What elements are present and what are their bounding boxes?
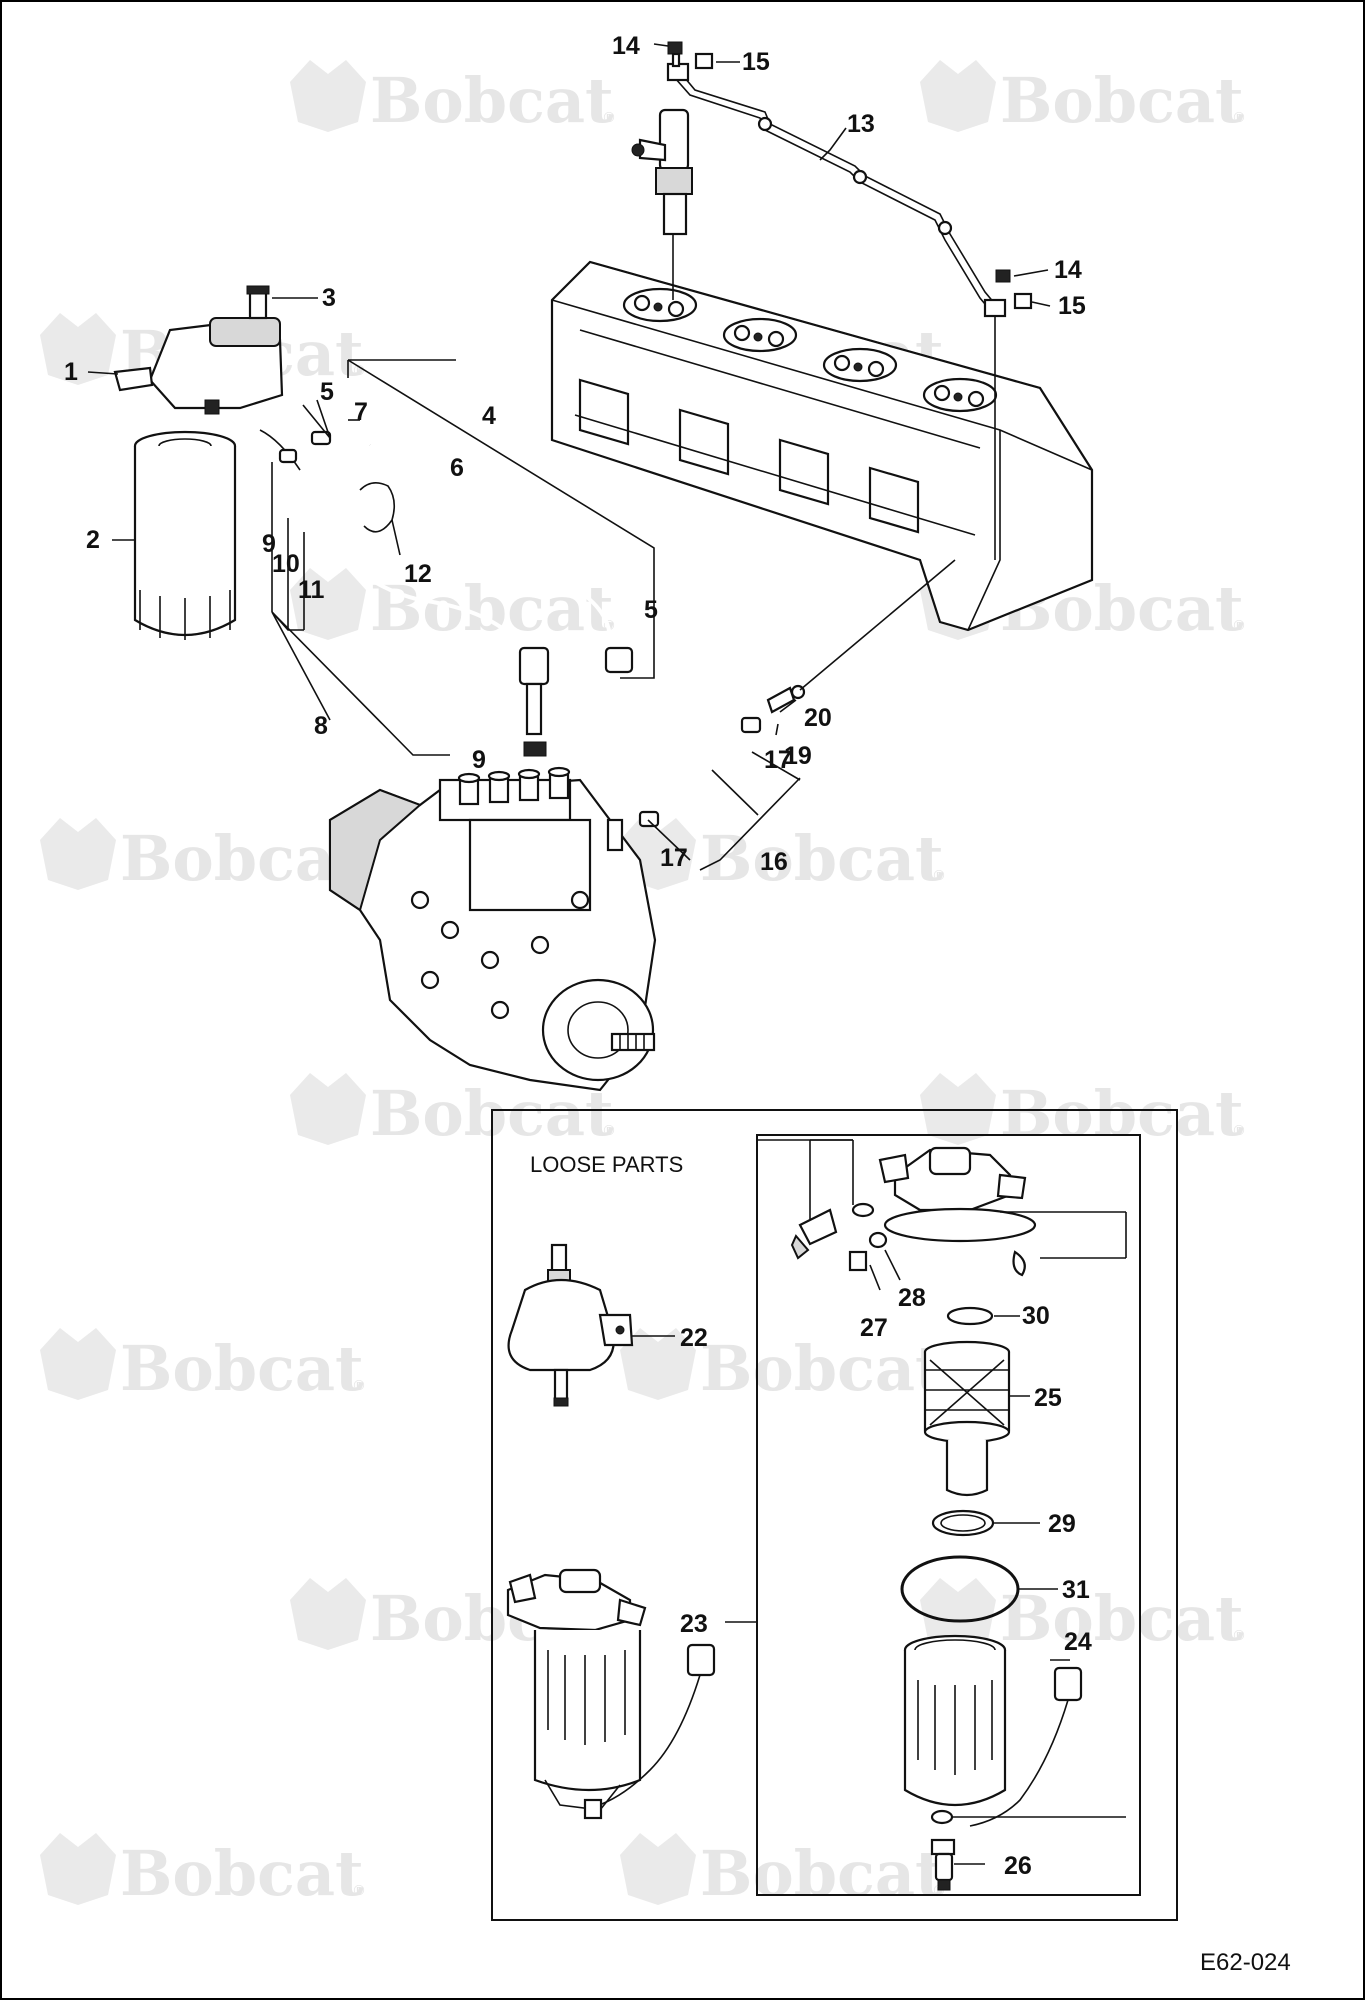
callout-20: 20: [804, 704, 832, 732]
svg-text:Bobcat: Bobcat: [370, 572, 614, 645]
leak-off-pipe: [666, 62, 1007, 560]
callout-5: 5: [644, 596, 658, 624]
filter-bowl: [903, 1634, 1126, 1827]
callout-4: 4: [482, 402, 496, 430]
svg-text:Bobcat: Bobcat: [120, 1837, 364, 1910]
svg-text:®: ®: [1232, 1628, 1246, 1644]
leader-lines: [87, 43, 1051, 871]
svg-text:®: ®: [602, 1123, 616, 1139]
loose-parts-label: LOOSE PARTS: [530, 1152, 683, 1177]
callout-29: 29: [1048, 1510, 1076, 1538]
return-line: [638, 559, 956, 828]
callout-15: 15: [742, 48, 770, 76]
fuel-filter-cartridge: [133, 430, 237, 640]
svg-text:Bobcat: Bobcat: [1000, 1077, 1244, 1150]
figure-code: E62-024: [1200, 1949, 1291, 1976]
callout-11: 11: [298, 576, 325, 604]
callout-16: 16: [760, 848, 788, 876]
callout-14: 14: [1054, 256, 1082, 284]
fuel-injector: [631, 108, 693, 300]
callout-28: 28: [898, 1284, 926, 1312]
callout-26: 26: [1004, 1852, 1032, 1880]
svg-text:Bobcat: Bobcat: [700, 1837, 944, 1910]
watermark-1: Bobcat®: [290, 60, 616, 137]
callout-10: 10: [272, 550, 300, 578]
svg-text:Bobcat: Bobcat: [700, 1332, 944, 1405]
callout-6: 6: [450, 454, 464, 482]
svg-text:Bobcat: Bobcat: [1000, 1582, 1244, 1655]
banjo-bolt-upper: [667, 41, 1033, 310]
callout-1: 1: [64, 358, 78, 386]
svg-text:Bobcat: Bobcat: [700, 822, 944, 895]
callout-5: 5: [320, 378, 334, 406]
svg-text:Bobcat: Bobcat: [120, 822, 364, 895]
watermark-2: Bobcat®: [920, 60, 1246, 137]
svg-text:Bobcat: Bobcat: [1000, 64, 1244, 137]
fuel-filter-head: [113, 285, 284, 415]
callout-7: 7: [354, 398, 368, 426]
cylinder-head: [550, 260, 1094, 632]
svg-text:Bobcat: Bobcat: [370, 64, 614, 137]
callout-8: 8: [314, 712, 328, 740]
callout-31: 31: [1062, 1576, 1090, 1604]
watermark-7: Bobcat®: [40, 818, 366, 895]
watermark-10: Bobcat®: [920, 1073, 1246, 1150]
svg-text:®: ®: [1232, 1123, 1246, 1139]
svg-text:®: ®: [352, 363, 366, 379]
hoses: [259, 429, 634, 736]
watermark-15: Bobcat®: [40, 1833, 366, 1910]
callout-27: 27: [860, 1314, 888, 1342]
callout-9: 9: [262, 530, 276, 558]
filter-seals: [900, 1509, 1058, 1623]
assembled-fuel-filter: [506, 1568, 716, 1820]
callout-22: 22: [680, 1324, 708, 1352]
exploded-filter-head: [757, 1139, 1127, 1326]
loose-parts-panel: [491, 1109, 1178, 1921]
svg-text:Bobcat: Bobcat: [120, 1332, 364, 1405]
callout-12: 12: [404, 560, 432, 588]
svg-text:®: ®: [352, 1883, 366, 1899]
watermark-5: Bobcat®: [290, 568, 616, 645]
watermark-14: Bobcat®: [920, 1578, 1246, 1655]
watermark-11: Bobcat®: [40, 1328, 366, 1405]
callout-13: 13: [847, 110, 875, 138]
watermark-12: Bobcat®: [620, 1328, 946, 1405]
callout-3: 3: [322, 284, 336, 312]
callout-17: 17: [660, 844, 688, 872]
callout-19: 19: [784, 742, 812, 770]
callout-17: 17: [764, 746, 792, 774]
callout-15: 15: [1058, 292, 1086, 320]
filter-element: [923, 1340, 1030, 1497]
callout-9: 9: [472, 746, 486, 774]
injection-pump: [328, 741, 657, 1092]
callout-24: 24: [1064, 1628, 1092, 1656]
callout-30: 30: [1022, 1302, 1050, 1330]
callout-25: 25: [1034, 1384, 1062, 1412]
inline-fuel-filter: [507, 1243, 675, 1407]
svg-text:®: ®: [1232, 618, 1246, 634]
water-sensor: [930, 1838, 985, 1891]
callout-23: 23: [680, 1610, 708, 1638]
callout-2: 2: [86, 526, 100, 554]
svg-text:®: ®: [602, 110, 616, 126]
svg-text:®: ®: [1232, 110, 1246, 126]
svg-text:®: ®: [352, 1378, 366, 1394]
svg-text:®: ®: [932, 868, 946, 884]
callout-14: 14: [612, 32, 640, 60]
watermark-16: Bobcat®: [620, 1833, 946, 1910]
